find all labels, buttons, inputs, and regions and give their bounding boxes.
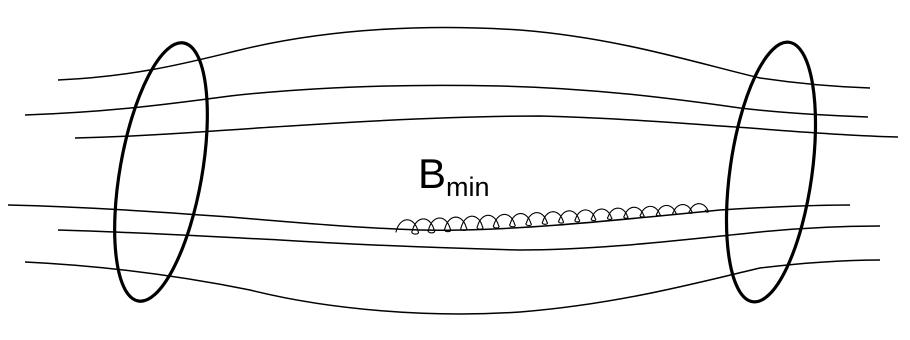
particle-gyration-path [395,203,710,235]
field-line-1 [57,26,871,89]
left-coil [113,41,209,303]
field-line-3 [74,115,899,139]
b-min-label: Bmin [418,150,490,202]
field-line-5 [57,225,881,251]
b-min-main: B [418,150,446,197]
field-line-6 [24,259,881,315]
right-coil [724,40,818,304]
field-line-4 [7,204,851,231]
b-min-subscript: min [446,172,490,202]
field-line-2 [24,84,869,118]
field-lines [7,26,899,315]
